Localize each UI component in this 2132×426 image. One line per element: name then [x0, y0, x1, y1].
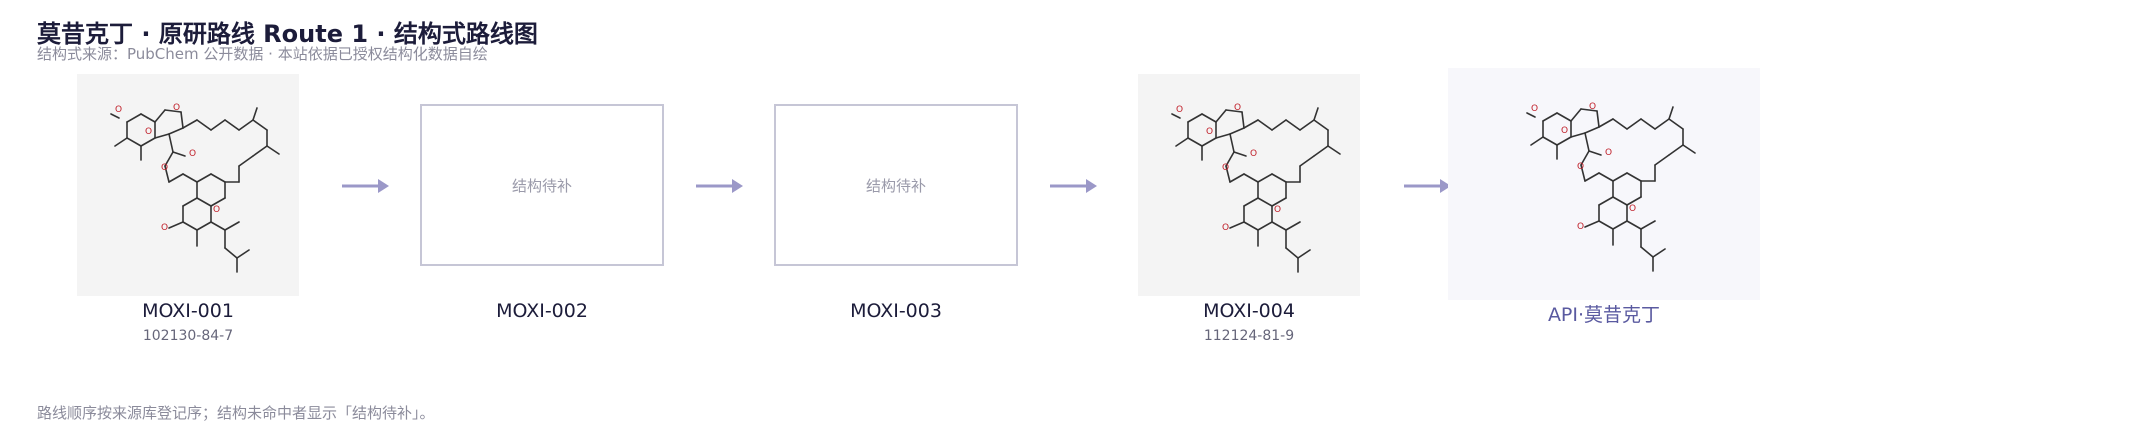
- node-label: MOXI-002: [496, 300, 588, 322]
- svg-text:O: O: [1605, 148, 1612, 158]
- svg-text:O: O: [161, 223, 168, 233]
- route-arrow: [694, 176, 744, 196]
- svg-text:O: O: [1234, 103, 1241, 113]
- placeholder-text: 结构待补: [511, 176, 572, 195]
- svg-text:O: O: [1561, 126, 1568, 136]
- node-cas-number: 112124-81-9: [1203, 328, 1295, 344]
- node-label: MOXI-004: [1203, 300, 1295, 322]
- route-node-moxi-001[interactable]: O O O O O O O MOXI-001 102130-84-7: [77, 74, 299, 354]
- molecule-structure-icon: O O O O O O O: [1526, 102, 1696, 272]
- svg-text:O: O: [1222, 223, 1229, 233]
- page-subtitle: 结构式来源：PubChem 公开数据 · 本站依据已授权结构化数据自绘: [37, 45, 488, 63]
- svg-text:O: O: [145, 127, 152, 137]
- node-label: MOXI-001: [142, 300, 234, 322]
- node-label: API·莫昔克丁: [1547, 304, 1661, 326]
- svg-text:O: O: [161, 163, 168, 173]
- svg-text:O: O: [115, 105, 122, 115]
- structure-placeholder: 结构待补: [420, 104, 664, 266]
- svg-text:O: O: [1531, 104, 1538, 114]
- svg-text:O: O: [189, 149, 196, 159]
- route-arrow: [1402, 176, 1452, 196]
- route-node-api[interactable]: O O O O O O O API·莫昔克丁: [1448, 68, 1760, 328]
- svg-text:O: O: [1176, 105, 1183, 115]
- svg-text:O: O: [1629, 204, 1636, 214]
- structure-image-moxi-001: O O O O O O O: [77, 74, 299, 296]
- svg-text:O: O: [173, 103, 180, 113]
- route-node-moxi-004[interactable]: O O O O O O O MOXI-004 112124-81-9: [1138, 74, 1360, 354]
- structure-image-api: O O O O O O O: [1448, 68, 1760, 300]
- molecule-structure-icon: O O O O O O O: [110, 103, 280, 273]
- page-title: 莫昔克丁 · 原研路线 Route 1 · 结构式路线图: [37, 20, 538, 48]
- structure-image-moxi-004: O O O O O O O: [1138, 74, 1360, 296]
- route-node-moxi-002[interactable]: 结构待补 MOXI-002: [420, 104, 664, 344]
- node-label: MOXI-003: [850, 300, 942, 322]
- footnote: 路线顺序按来源库登记序；结构未命中者显示「结构待补」。: [37, 404, 435, 422]
- svg-text:O: O: [1274, 205, 1281, 215]
- route-node-moxi-003[interactable]: 结构待补 MOXI-003: [774, 104, 1018, 344]
- placeholder-text: 结构待补: [865, 176, 926, 195]
- svg-text:O: O: [1250, 149, 1257, 159]
- route-arrow: [1048, 176, 1098, 196]
- svg-text:O: O: [1222, 163, 1229, 173]
- svg-text:O: O: [213, 205, 220, 215]
- structure-placeholder: 结构待补: [774, 104, 1018, 266]
- molecule-structure-icon: O O O O O O O: [1171, 103, 1341, 273]
- svg-text:O: O: [1589, 102, 1596, 112]
- node-cas-number: 102130-84-7: [142, 328, 234, 344]
- svg-text:O: O: [1206, 127, 1213, 137]
- svg-text:O: O: [1577, 162, 1584, 172]
- route-arrow: [340, 176, 390, 196]
- svg-text:O: O: [1577, 222, 1584, 232]
